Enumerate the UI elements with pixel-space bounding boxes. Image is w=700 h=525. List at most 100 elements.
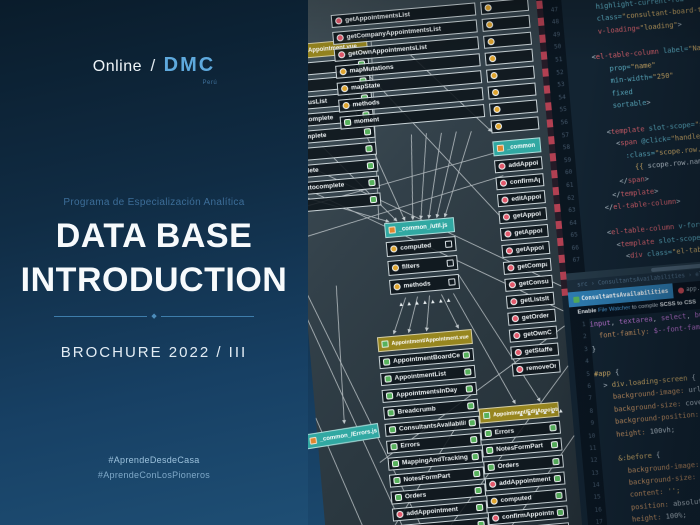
row-label: getStaffe <box>524 346 553 356</box>
member-icon <box>488 54 497 63</box>
dependency-graph: ent/AddAppointment.vue tment mentStatusL… <box>308 0 587 525</box>
node-header: _common <box>492 137 542 157</box>
member-icon <box>491 514 500 522</box>
tab-label: app.styl <box>685 284 700 293</box>
member-icon <box>396 510 404 519</box>
editor-tab: app.styl <box>673 279 700 298</box>
member-icon <box>336 34 344 42</box>
row-label: Errors <box>400 440 421 450</box>
action-icon <box>501 196 509 204</box>
node-row: confirmAppointment <box>487 505 569 525</box>
page-title: DATA BASE INTRODUCTION <box>0 214 308 302</box>
component-icon <box>475 503 484 512</box>
row-label: Breadcrumb <box>397 405 437 416</box>
member-icon <box>490 71 498 80</box>
row-label: NotesFormPart <box>403 472 451 484</box>
node-row: getConsul <box>504 274 554 292</box>
graph-node-edit-appointment: Appointment/EditAppointment.vue Errors N… <box>478 401 570 525</box>
hashtag: #AprendeDesdeCasa <box>108 455 200 465</box>
row-label: Orders <box>497 461 520 471</box>
component-icon <box>369 195 378 204</box>
component-icon <box>474 486 482 495</box>
row-label: addAppoi <box>508 159 539 170</box>
node-row: NotesFormPart <box>481 437 563 458</box>
row-label: getCompanyAppointmentsList <box>346 25 442 41</box>
action-icon <box>513 331 521 340</box>
row-label: addAppointment <box>498 475 551 488</box>
action-icon <box>499 179 508 187</box>
row-label: confirmAp <box>509 176 541 187</box>
row-label: ConsultantsAvailabilities <box>398 419 467 433</box>
row-label: mapMutations <box>349 63 394 75</box>
member-icon <box>488 480 497 489</box>
component-icon <box>556 508 565 517</box>
action-icon <box>514 348 523 357</box>
hashtags: #AprendeDesdeCasa #AprendeConLosPioneros <box>0 453 308 483</box>
component-icon <box>365 144 373 153</box>
node-row: confirmAp <box>495 173 545 191</box>
node-row: editAppoi <box>496 190 546 208</box>
node-row: getOrder <box>507 308 557 326</box>
title-line-2: INTRODUCTION <box>20 261 288 299</box>
editor-pane-top: 46 :data="consultants" 47 highlight-curr… <box>539 0 700 274</box>
row-label: AppointmentBoardCell <box>392 352 461 365</box>
row-label: getAppoi <box>515 244 545 254</box>
member-icon <box>387 409 395 417</box>
node-row <box>481 14 531 32</box>
row-label: mapState <box>350 82 381 92</box>
member-icon <box>491 88 500 97</box>
member-icon <box>391 459 400 468</box>
component-icon <box>465 385 474 393</box>
member-icon <box>490 497 498 505</box>
component-icon <box>552 457 560 466</box>
row-label: antsAutocomplete <box>308 181 345 194</box>
member-icon <box>393 283 401 291</box>
member-icon <box>485 20 494 29</box>
node-row <box>480 0 530 15</box>
module-icon <box>496 144 505 153</box>
node-row <box>486 65 535 83</box>
brochure-label: BROCHURE 2022 / III <box>60 344 248 361</box>
node-row: getAppoi <box>501 240 551 259</box>
row-label: getListsIt <box>520 295 550 305</box>
component-icon <box>472 469 481 478</box>
link-icon <box>448 278 456 286</box>
component-icon <box>550 440 559 449</box>
action-icon <box>502 213 511 221</box>
member-icon <box>494 122 503 131</box>
row-label: addAppointment <box>406 505 459 518</box>
row-label: methods <box>403 280 431 290</box>
row-label: ocomplete <box>308 166 319 177</box>
row-label: removeOr <box>525 362 557 373</box>
row-label: MappingAndTracking <box>401 453 469 467</box>
node-row: computed <box>486 488 567 509</box>
left-panel: Online / DMC Perú Programa de Especializ… <box>0 0 308 525</box>
member-icon <box>343 118 352 127</box>
row-label: NotesFormPart <box>495 442 544 454</box>
divider-line-left <box>54 315 148 317</box>
row-label: confirmAppointment <box>501 509 555 522</box>
member-icon <box>391 264 400 272</box>
brand-logo: Online / DMC Perú <box>0 54 308 86</box>
node-row <box>484 48 534 66</box>
node-row <box>490 116 540 134</box>
member-icon <box>487 463 496 472</box>
row-label: filters <box>401 262 420 271</box>
node-row: addAppoi <box>493 156 543 174</box>
file-type-icon <box>678 286 685 294</box>
divider-line-right <box>160 315 255 317</box>
component-icon <box>363 128 372 136</box>
action-icon <box>498 162 506 171</box>
node-row <box>483 31 533 49</box>
hashtag: #AprendeConLosPioneros <box>97 470 211 480</box>
row-label: AppointmentList <box>394 370 447 382</box>
row-label: AppointmentsInDay <box>395 386 458 399</box>
member-icon <box>390 245 398 253</box>
member-icon <box>334 17 343 25</box>
title-block: Programa de Especialización Analítica DA… <box>0 197 308 361</box>
row-label: getConsul <box>518 278 550 288</box>
member-icon <box>337 50 346 59</box>
program-label: Programa de Especialización Analítica <box>63 197 245 208</box>
row-label: moment <box>353 116 380 126</box>
link-icon <box>446 259 455 267</box>
